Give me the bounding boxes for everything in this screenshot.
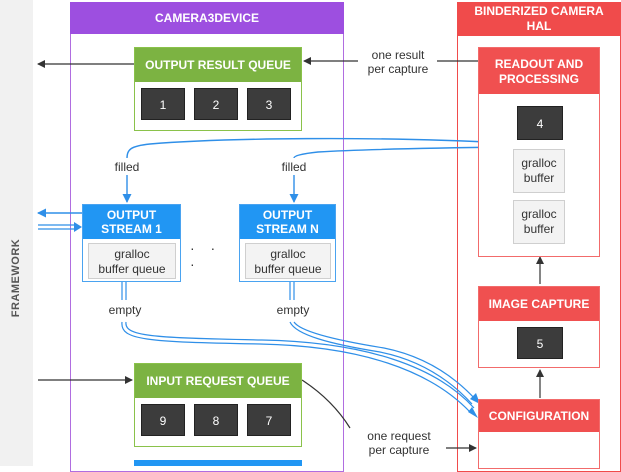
hal-title-line1: BINDERIZED CAMERA [474, 4, 604, 18]
framework-bar [0, 0, 33, 466]
one-request-line1: one request [367, 429, 431, 443]
one-result-line2: per capture [367, 62, 429, 76]
readout-gralloc-2-line2: buffer [523, 222, 555, 236]
camera3device-title: CAMERA3DEVICE [70, 2, 344, 34]
configuration: CONFIGURATION [478, 399, 600, 469]
empty-path-nb [293, 282, 477, 401]
output-stream-1-body-line2: buffer queue [98, 262, 166, 276]
arrow-input-to-config-curve [301, 379, 351, 429]
output-stream-n-body-line1: gralloc [270, 247, 306, 261]
output-stream-1-body-line1: gralloc [114, 247, 150, 261]
readout-title-line2: PROCESSING [498, 72, 579, 86]
empty-path-1b [125, 282, 475, 409]
readout-item-4: 4 [517, 106, 563, 140]
one-result-line1: one result [371, 48, 425, 62]
request-item-7: 7 [247, 404, 291, 436]
input-request-queue: INPUT REQUEST QUEUE 9 8 7 [134, 363, 302, 447]
capture-item-5: 5 [517, 327, 563, 359]
hal-title-line2: HAL [526, 19, 552, 33]
result-item-3: 3 [247, 88, 291, 120]
filled-path-1 [126, 137, 506, 159]
output-stream-n-title: OUTPUT STREAM N [240, 205, 335, 239]
one-result-label: one result per capture [358, 48, 438, 76]
request-item-9: 9 [141, 404, 185, 436]
filled-label-n: filled [281, 160, 307, 174]
output-stream-1-title-line2: STREAM 1 [101, 222, 162, 236]
input-request-queue-title: INPUT REQUEST QUEUE [135, 364, 301, 398]
readout-gralloc-2-line1: gralloc [521, 207, 557, 221]
output-stream-1-title-line1: OUTPUT [106, 208, 157, 222]
output-stream-n: OUTPUT STREAM N gralloc buffer queue [239, 204, 336, 282]
output-stream-1: OUTPUT STREAM 1 gralloc buffer queue [82, 204, 181, 282]
readout-gralloc-1-line1: gralloc [521, 156, 557, 170]
output-stream-n-body-line2: buffer queue [254, 262, 322, 276]
configuration-title: CONFIGURATION [479, 400, 599, 432]
arrow-framework-to-stream1-head [74, 222, 82, 232]
result-item-1: 1 [141, 88, 185, 120]
output-stream-n-buffer-queue: gralloc buffer queue [245, 243, 331, 279]
one-request-label: one request per capture [352, 429, 446, 457]
readout-gralloc-buffer-1: gralloc buffer [513, 149, 565, 193]
empty-path-na [289, 282, 473, 405]
hal-title: BINDERIZED CAMERA HAL [457, 2, 621, 36]
readout-processing: READOUT AND PROCESSING 4 gralloc buffer … [478, 47, 600, 257]
readout-title-line1: READOUT AND [494, 57, 584, 71]
stream-ellipsis: · · · [190, 240, 222, 272]
empty-arrowhead-n [470, 393, 480, 404]
result-item-2: 2 [194, 88, 238, 120]
output-stream-1-buffer-queue: gralloc buffer queue [88, 243, 176, 279]
output-stream-n-title-line1: OUTPUT [262, 208, 313, 222]
readout-processing-title: READOUT AND PROCESSING [479, 48, 599, 94]
image-capture: IMAGE CAPTURE 5 [478, 286, 600, 368]
output-stream-1-title: OUTPUT STREAM 1 [83, 205, 180, 239]
request-item-8: 8 [194, 404, 238, 436]
empty-label-1: empty [102, 303, 148, 317]
empty-arrowhead-1 [468, 407, 478, 418]
readout-gralloc-buffer-2: gralloc buffer [513, 200, 565, 244]
one-request-line2: per capture [368, 443, 430, 457]
readout-gralloc-1-line2: buffer [523, 171, 555, 185]
output-result-queue: OUTPUT RESULT QUEUE 1 2 3 [134, 47, 302, 131]
next-stream-box-partial [134, 460, 302, 466]
empty-path-1a [121, 282, 471, 413]
empty-label-n: empty [270, 303, 316, 317]
filled-path-n [293, 146, 511, 159]
output-stream-n-title-line2: STREAM N [256, 222, 319, 236]
filled-label-1: filled [114, 160, 140, 174]
output-result-queue-title: OUTPUT RESULT QUEUE [135, 48, 301, 82]
image-capture-title: IMAGE CAPTURE [479, 287, 599, 321]
